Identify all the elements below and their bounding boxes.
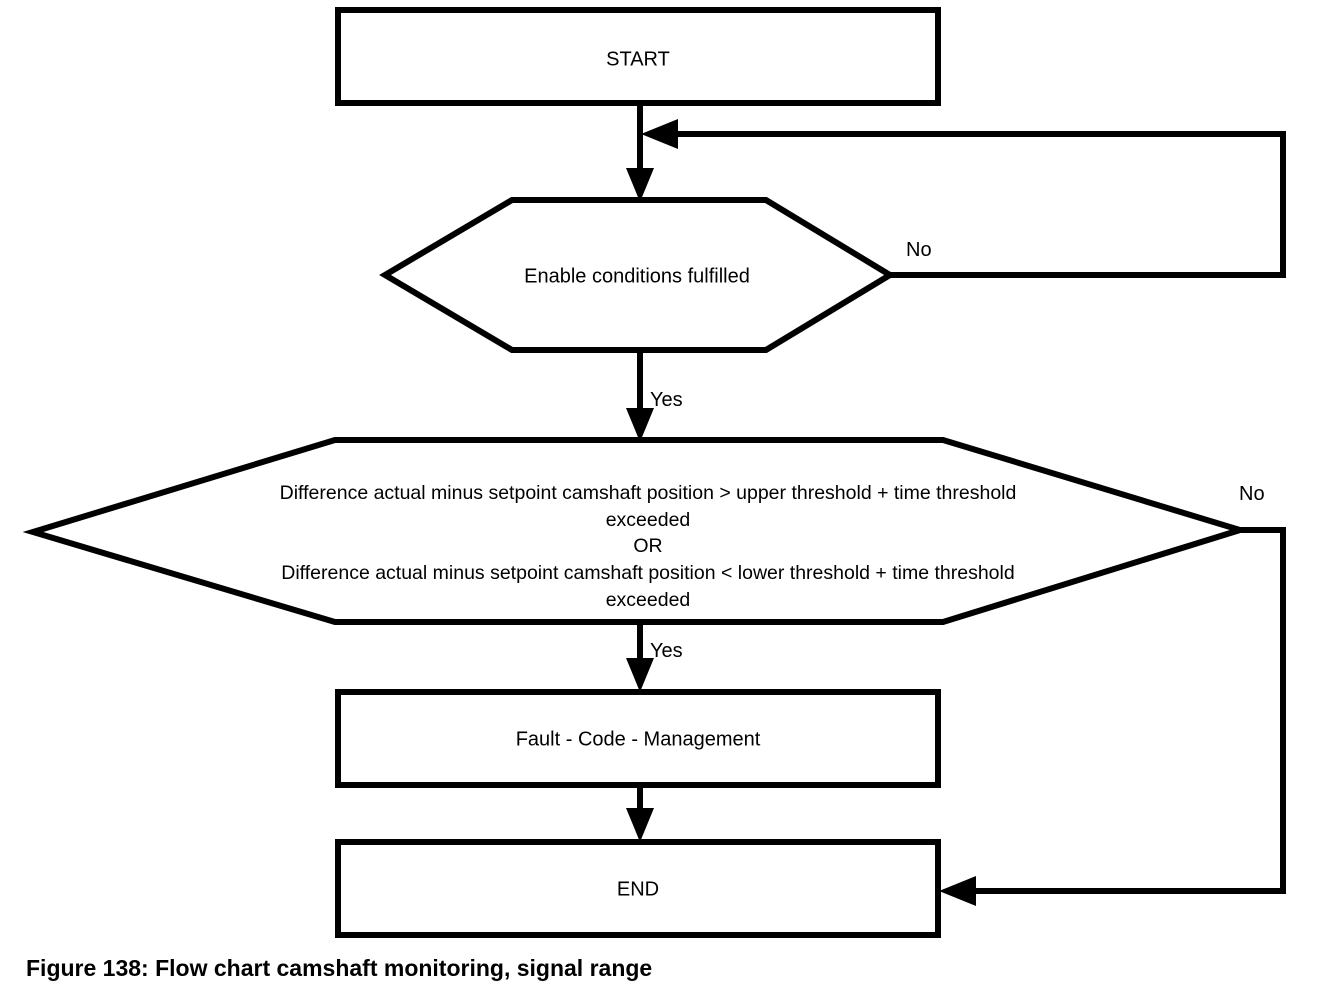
node-start-label: START xyxy=(606,48,670,70)
edge-start-to-enable xyxy=(626,103,654,202)
node-end-label: END xyxy=(617,878,659,900)
node-enable-conditions-label: Enable conditions fulfilled xyxy=(524,265,750,287)
arrowhead-down xyxy=(626,408,654,442)
edge-threshold-yes xyxy=(626,622,654,692)
edge-enable-yes xyxy=(626,350,654,442)
arrowhead-left xyxy=(939,876,976,906)
arrowhead-down xyxy=(626,658,654,692)
svg-text:Difference actual minus setpoi: Difference actual minus setpoint camshaf… xyxy=(281,562,1014,584)
svg-text:OR: OR xyxy=(633,535,662,557)
edge-label-enable-yes: Yes xyxy=(650,389,683,411)
node-start[interactable] xyxy=(335,7,941,106)
edge-label-enable-no: No xyxy=(906,239,932,261)
edge-label-threshold-yes: Yes xyxy=(650,640,683,662)
edge-threshold-no-to-end xyxy=(939,527,1286,906)
arrowhead-down xyxy=(626,808,654,842)
node-threshold-check[interactable] xyxy=(22,437,1251,625)
arrowhead-down xyxy=(626,168,654,202)
edge-enable-no-loopback xyxy=(641,119,1286,278)
node-fault-code-management[interactable] xyxy=(335,689,941,788)
node-enable-conditions[interactable] xyxy=(379,197,896,353)
figure-caption: Figure 138: Flow chart camshaft monitori… xyxy=(26,955,653,981)
svg-text:Difference actual minus setpoi: Difference actual minus setpoint camshaf… xyxy=(280,482,1017,504)
node-fault-code-management-label: Fault - Code - Management xyxy=(516,728,761,750)
node-end[interactable] xyxy=(335,839,941,938)
edge-label-threshold-no: No xyxy=(1239,483,1265,505)
edge-fault-to-end xyxy=(626,785,654,842)
svg-text:exceeded: exceeded xyxy=(606,509,691,531)
svg-text:exceeded: exceeded xyxy=(606,589,691,611)
node-threshold-check-label: Difference actual minus setpoint camshaf… xyxy=(280,482,1017,611)
arrowhead-left xyxy=(641,119,678,149)
